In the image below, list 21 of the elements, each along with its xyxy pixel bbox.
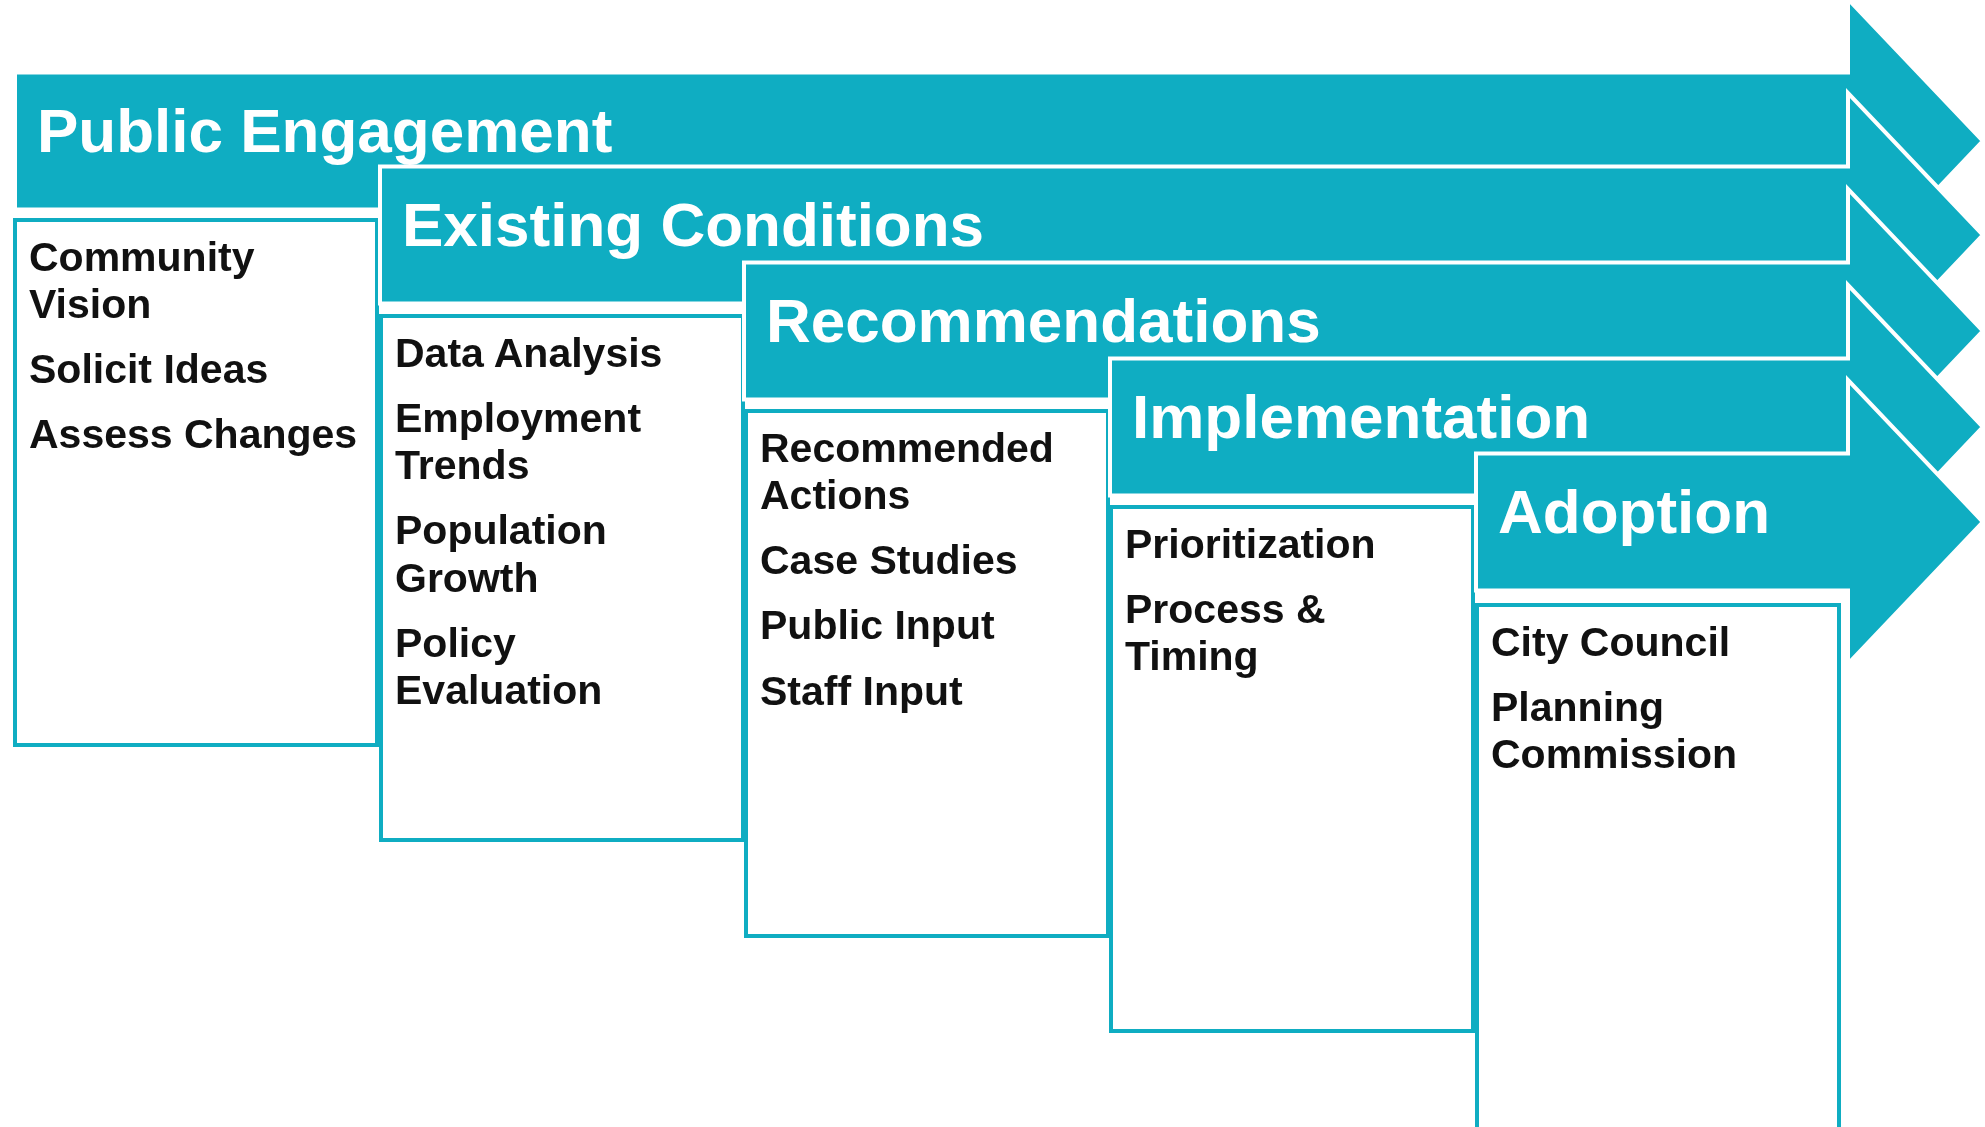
task-item: City Council <box>1491 619 1732 667</box>
task-item: Prioritization <box>1125 521 1377 569</box>
task-item: Planning Commission <box>1491 684 1739 779</box>
task-item: Process & Timing <box>1125 586 1327 681</box>
task-item: Public Input <box>760 602 996 650</box>
task-item: Employment Trends <box>395 395 643 490</box>
task-item: Staff Input <box>760 667 964 715</box>
task-item: Community Vision <box>29 234 256 329</box>
task-list-box <box>1109 505 1475 1033</box>
task-item: Data Analysis <box>395 330 664 378</box>
task-list-box <box>744 409 1110 938</box>
task-list-box <box>1475 603 1841 1127</box>
task-item: Recommended Actions <box>760 425 1055 520</box>
task-item: Assess Changes <box>29 411 359 459</box>
task-item: Solicit Ideas <box>29 346 270 394</box>
task-item: Population Growth <box>395 507 608 602</box>
task-item: Policy Evaluation <box>395 619 604 714</box>
task-list-box <box>379 314 745 842</box>
stage-title: Recommendations <box>766 290 1321 352</box>
task-list-box <box>13 218 379 747</box>
task-item: Case Studies <box>760 537 1019 585</box>
